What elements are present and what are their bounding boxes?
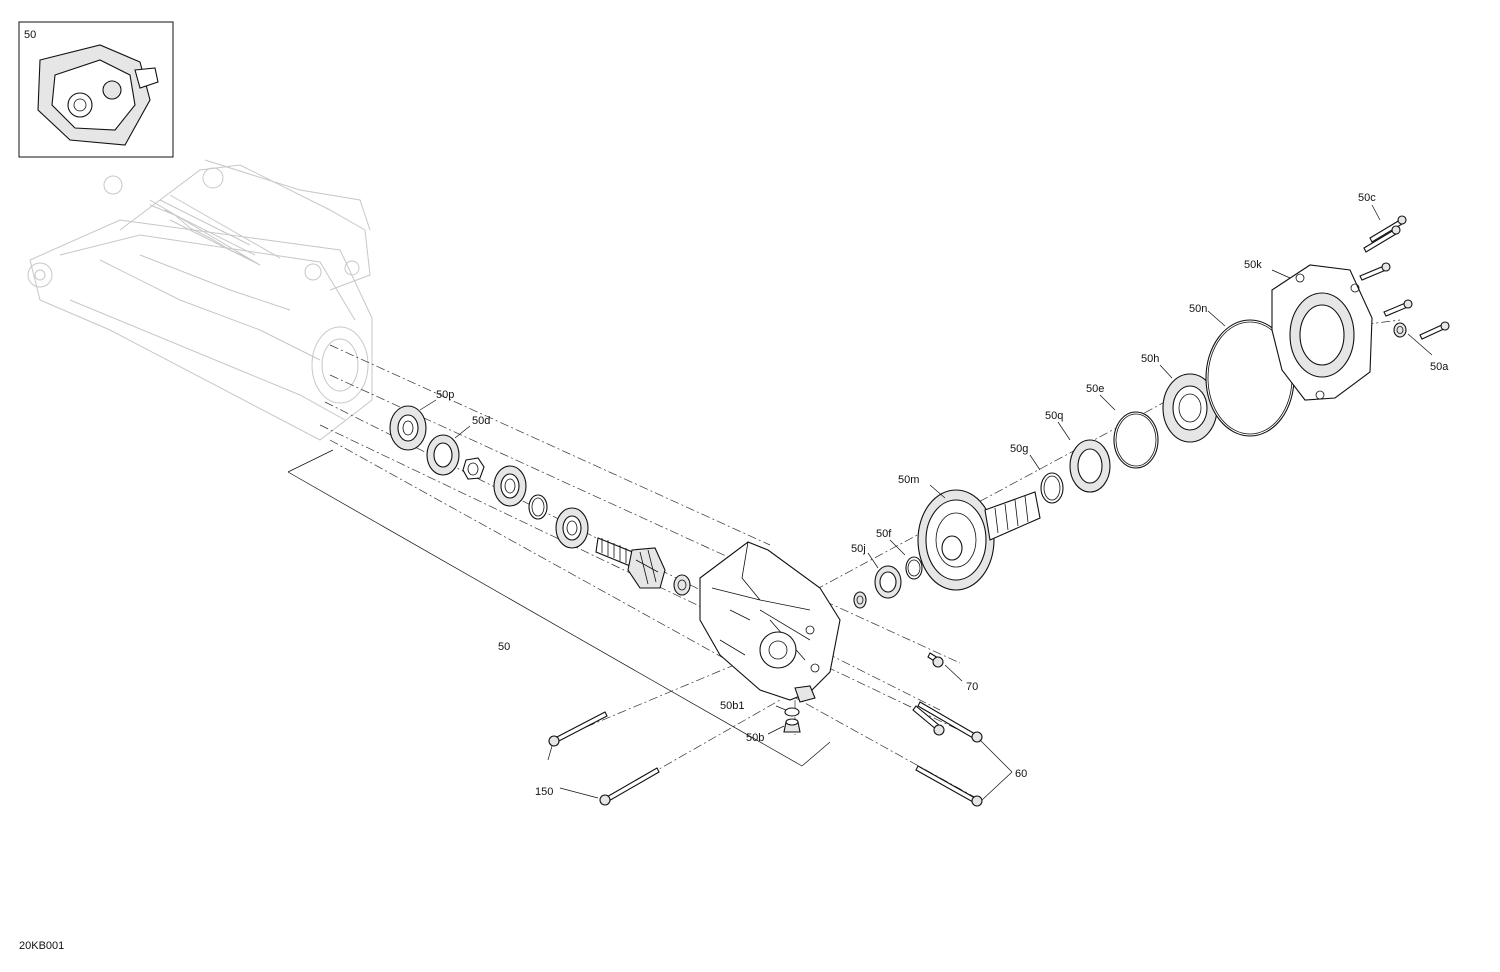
part-70-bolt[interactable] bbox=[927, 652, 944, 668]
callout-50a: 50a bbox=[1430, 361, 1449, 373]
leader-lines bbox=[419, 204, 1433, 801]
callout-150: 150 bbox=[535, 786, 553, 798]
part-bushing-50j-small[interactable] bbox=[853, 591, 867, 609]
part-50a-plug[interactable] bbox=[1393, 322, 1407, 338]
assembly-bracket bbox=[287, 449, 831, 767]
callout-50b1: 50b1 bbox=[720, 700, 744, 712]
part-50c-bolts[interactable] bbox=[1359, 215, 1450, 340]
callout-labels: 50p 50d 50 50k 50n 50h 50e 50q 50g 50m 5… bbox=[19, 192, 1449, 952]
housing-thumbnail bbox=[37, 44, 159, 146]
callout-50b: 50b bbox=[746, 732, 764, 744]
part-60-bolt-b[interactable] bbox=[917, 701, 983, 743]
part-50f-circlip[interactable] bbox=[905, 556, 923, 580]
callout-50d: 50d bbox=[472, 415, 490, 427]
callout-50n: 50n bbox=[1189, 303, 1207, 315]
part-pinion-gear[interactable] bbox=[595, 537, 666, 589]
callout-50q: 50q bbox=[1045, 410, 1063, 422]
part-50e-circlip[interactable] bbox=[1113, 411, 1159, 469]
part-50q-seal[interactable] bbox=[1069, 439, 1111, 493]
part-pinion-bushing[interactable] bbox=[673, 574, 691, 596]
part-50g-ring[interactable] bbox=[1040, 472, 1064, 504]
part-50d-nut[interactable] bbox=[426, 434, 460, 476]
part-50p-seal[interactable] bbox=[389, 405, 427, 451]
part-50b-drain-plug[interactable] bbox=[783, 718, 801, 733]
callout-50f: 50f bbox=[876, 528, 892, 540]
part-60-bolt-c[interactable] bbox=[915, 765, 983, 807]
part-50h-bearing[interactable] bbox=[1162, 373, 1218, 443]
callout-70: 70 bbox=[966, 681, 978, 693]
part-bearing-pinion[interactable] bbox=[555, 507, 589, 549]
part-50k-cover[interactable] bbox=[1271, 264, 1373, 401]
callout-50c: 50c bbox=[1358, 192, 1376, 204]
part-50m-ring-gear[interactable] bbox=[917, 489, 1041, 591]
swing-arm-ghost bbox=[27, 159, 373, 441]
part-bearing-small[interactable] bbox=[493, 465, 527, 507]
callout-50e: 50e bbox=[1086, 383, 1104, 395]
callout-50j: 50j bbox=[851, 543, 866, 555]
figure-id: 20KB001 bbox=[19, 940, 64, 952]
part-hex-nut[interactable] bbox=[462, 457, 485, 480]
callout-50k: 50k bbox=[1244, 259, 1262, 271]
part-50b1-oring[interactable] bbox=[784, 707, 800, 717]
callout-50: 50 bbox=[498, 641, 510, 653]
inset-label: 50 bbox=[24, 29, 36, 41]
callout-50g: 50g bbox=[1010, 443, 1028, 455]
part-150-bolt-upper[interactable] bbox=[548, 711, 608, 747]
callout-50p: 50p bbox=[436, 389, 454, 401]
callout-60: 60 bbox=[1015, 768, 1027, 780]
part-60-bolt-a[interactable] bbox=[912, 705, 945, 736]
part-150-bolt-lower[interactable] bbox=[599, 767, 660, 806]
inset-thumbnail[interactable]: 50 bbox=[18, 21, 174, 158]
part-50-housing[interactable] bbox=[699, 541, 841, 703]
callout-50m: 50m bbox=[898, 474, 919, 486]
part-ring-small[interactable] bbox=[528, 494, 548, 520]
callout-50h: 50h bbox=[1141, 353, 1159, 365]
part-50j-bearing[interactable] bbox=[874, 565, 902, 599]
